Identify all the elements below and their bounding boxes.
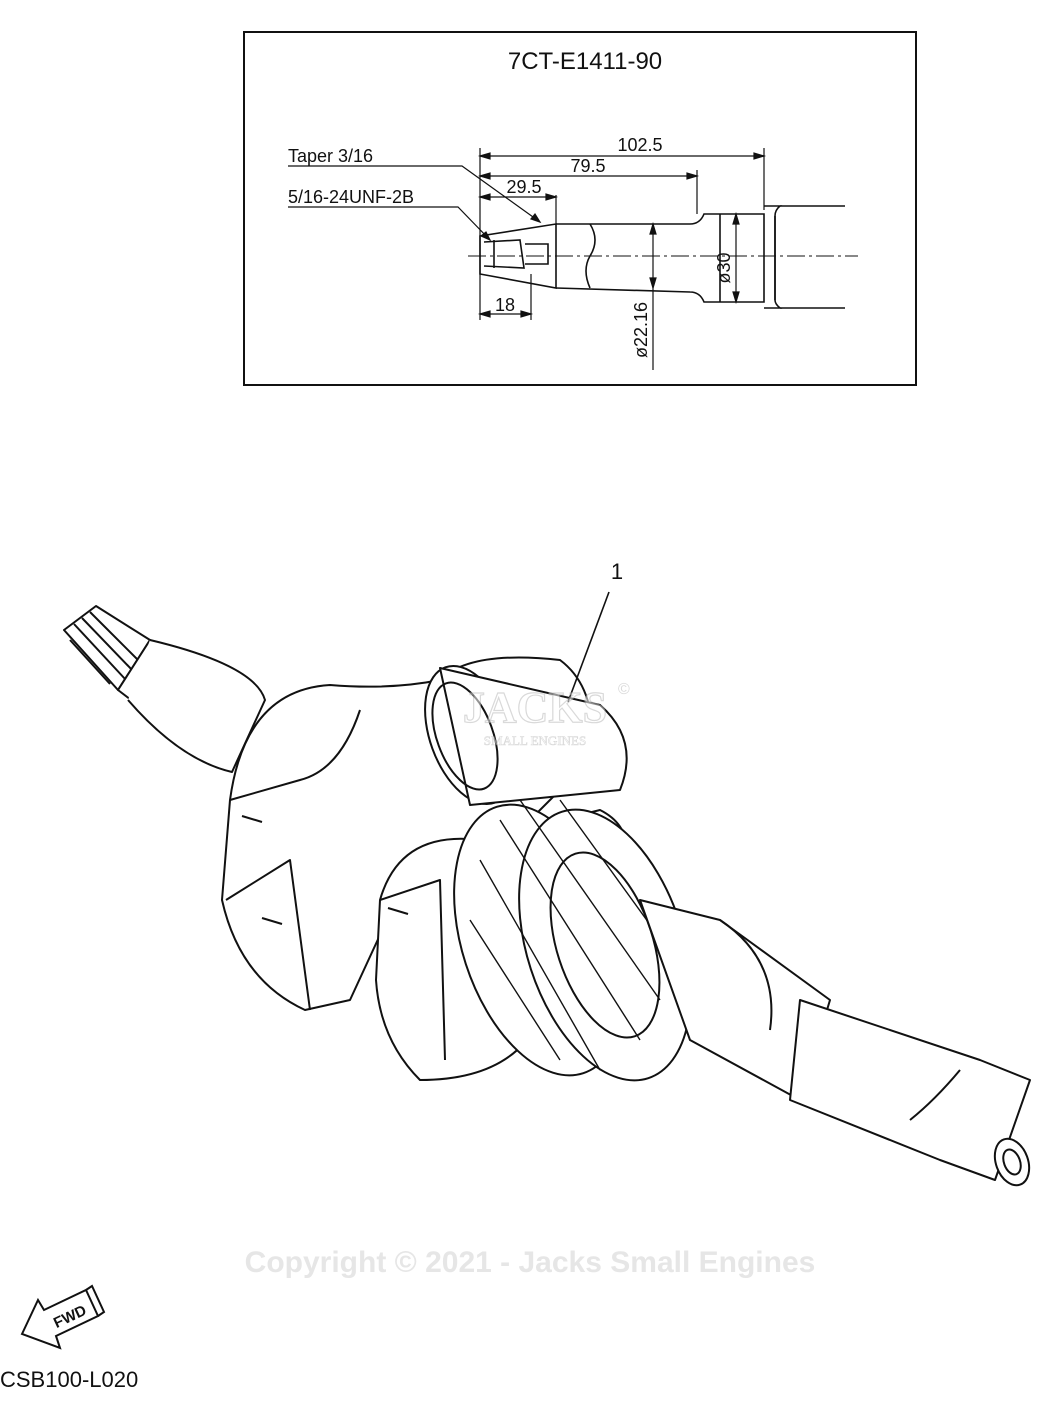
dim-mid-length: 79.5 [570, 156, 605, 176]
part-number: 7CT-E1411-90 [508, 48, 662, 75]
dim-large-diameter: ø30 [714, 252, 734, 283]
threaded-end [63, 605, 151, 691]
dim-thread-length: 18 [495, 295, 515, 315]
output-shaft [639, 899, 1031, 1187]
crankshaft-illustration [63, 605, 1031, 1187]
fwd-arrow-icon: FWD [20, 1284, 106, 1350]
callout-number: 1 [611, 559, 623, 584]
registered-mark: © [618, 681, 630, 698]
watermark-logo-text: JACKS [463, 683, 607, 732]
timing-gears [453, 799, 692, 1082]
copyright-watermark: Copyright © 2021 - Jacks Small Engines [245, 1246, 816, 1279]
thread-label: 5/16-24UNF-2B [288, 187, 414, 207]
dim-total-length: 102.5 [617, 135, 662, 155]
drawing-code: CSB100-L020 [0, 1367, 138, 1392]
dim-small-diameter: ø22.16 [631, 302, 651, 358]
dimension-lines [288, 148, 767, 370]
crank-pin [424, 664, 628, 806]
taper-label: Taper 3/16 [288, 146, 373, 166]
dim-taper-length: 29.5 [506, 177, 541, 197]
watermark-logo-subtext: SMALL ENGINES [484, 733, 586, 748]
watermark-logo: JACKS SMALL ENGINES © [462, 681, 630, 748]
callout-1: 1 [567, 559, 623, 703]
detail-box: 7CT-E1411-90 [243, 31, 917, 386]
